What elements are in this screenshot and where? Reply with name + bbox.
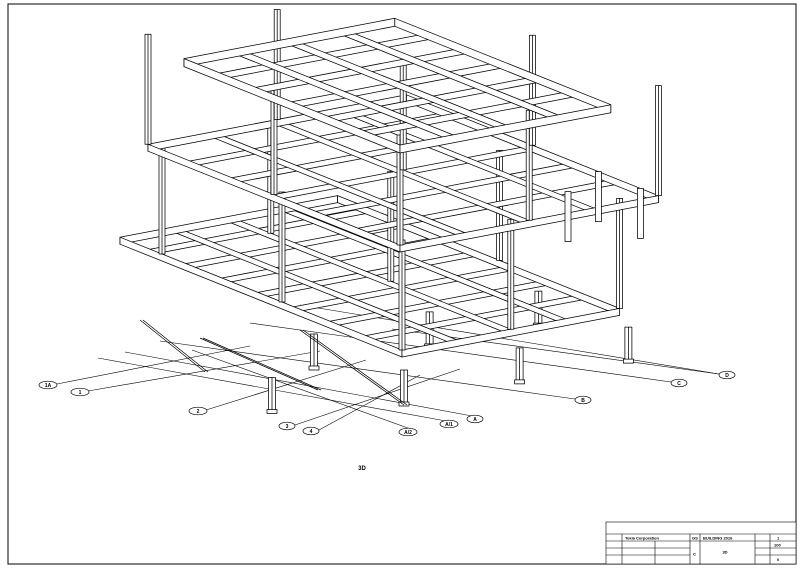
- grid-bubble-1: 1: [70, 387, 90, 397]
- title-block-label-b: C: [693, 552, 696, 557]
- grid-line: [294, 368, 461, 426]
- brace-member: [139, 319, 206, 373]
- steel-beam: [399, 195, 659, 253]
- title-block-project: BUILDING 2016: [703, 536, 733, 541]
- title-block-drawing-title: 3D: [722, 550, 727, 555]
- title-block-revision: 0: [777, 557, 780, 562]
- svg-text:B: B: [581, 398, 585, 404]
- brace-member: [202, 337, 322, 391]
- sheet-border: [7, 3, 797, 565]
- title-block-sheet-no: 1: [777, 536, 780, 541]
- column-base-plate: [308, 365, 320, 371]
- svg-text:A/2: A/2: [404, 430, 412, 436]
- grid-bubble-a: A: [466, 414, 484, 424]
- column-base-plate: [266, 409, 278, 414]
- steel-column-stub: [564, 191, 572, 242]
- grid-bubbles: 1A 1 2 3 4 A/2 A/1 A: [38, 370, 736, 437]
- grid-line: [205, 359, 367, 411]
- grid-bubble-a2: A/2: [398, 427, 418, 437]
- grid-line: [191, 349, 417, 432]
- svg-text:1: 1: [79, 390, 82, 396]
- grid-bubble-c: C: [670, 378, 688, 388]
- steel-column-stub: [595, 171, 602, 222]
- title-block: [605, 521, 797, 565]
- column-base-plate: [623, 358, 634, 364]
- grid-bubble-d: D: [718, 370, 736, 380]
- svg-text:2: 2: [197, 409, 200, 415]
- view-label: 3D: [358, 466, 366, 472]
- steel-frame-3d-model: [119, 9, 662, 414]
- title-block-text: Tekla Corporation GS BUILDING 2016 1 100…: [625, 536, 781, 563]
- column-base-plate: [398, 401, 410, 407]
- svg-text:3: 3: [286, 424, 289, 430]
- title-block-company: Tekla Corporation: [625, 536, 659, 541]
- grid-bubble-a1: A/1: [439, 419, 459, 429]
- grid-bubble-4: 4: [302, 426, 320, 436]
- grid-bubble-b: B: [574, 395, 592, 405]
- grid-bubble-1a: 1A: [38, 380, 58, 390]
- column-base-plate: [514, 379, 525, 385]
- steel-beam: [401, 308, 620, 358]
- svg-text:D: D: [725, 373, 729, 379]
- brace-member: [299, 329, 405, 406]
- grid-line: [249, 322, 672, 383]
- steel-column-stub: [637, 188, 644, 239]
- svg-text:C: C: [677, 381, 681, 387]
- grid-bubble-3: 3: [278, 421, 296, 431]
- brace-member: [199, 337, 319, 391]
- grid-bubble-2: 2: [188, 406, 208, 416]
- brace-member: [302, 329, 408, 406]
- title-block-label-a: GS: [692, 536, 698, 541]
- svg-text:A/1: A/1: [445, 422, 453, 428]
- svg-text:1A: 1A: [45, 383, 52, 389]
- svg-text:4: 4: [310, 429, 313, 435]
- title-block-scale: 100: [774, 543, 781, 548]
- svg-text:A: A: [473, 417, 477, 423]
- grid-line: [56, 345, 251, 385]
- grid-line: [124, 351, 484, 419]
- grid-line: [97, 357, 458, 424]
- steel-beam: [399, 104, 612, 154]
- brace-member: [142, 319, 209, 373]
